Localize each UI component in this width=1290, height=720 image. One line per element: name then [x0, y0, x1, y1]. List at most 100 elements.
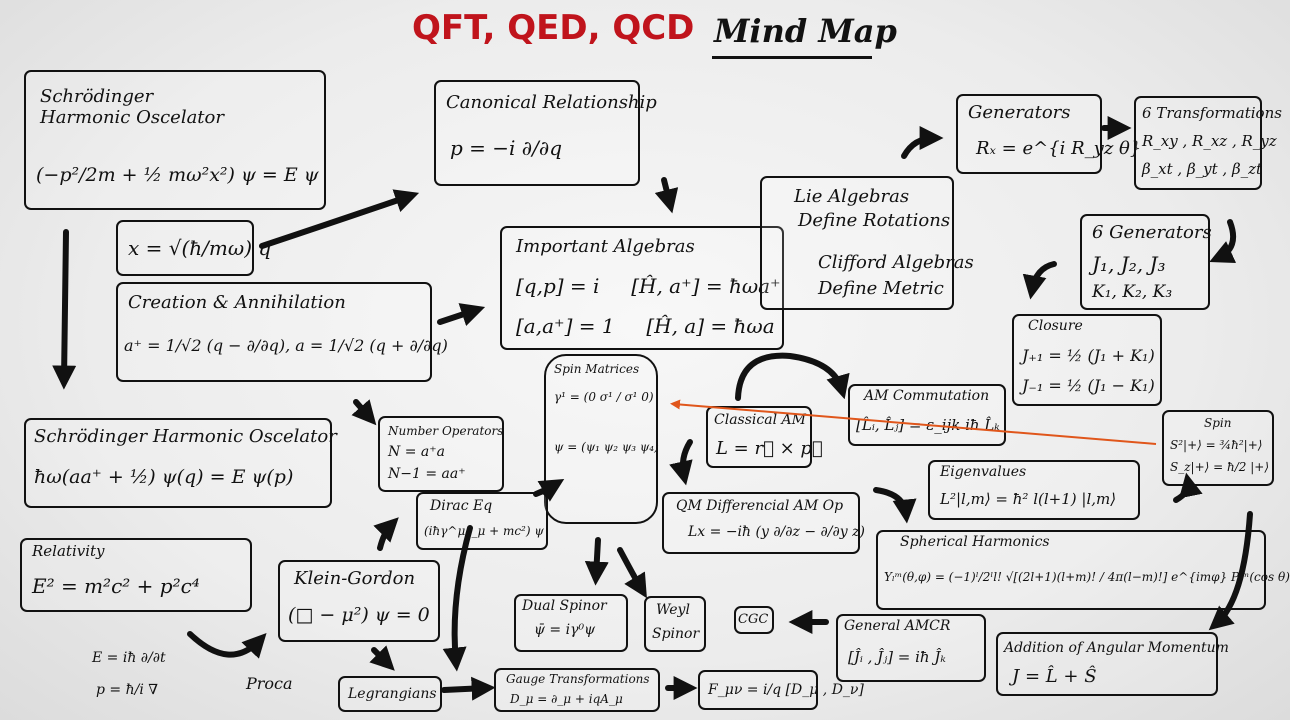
arrow [654, 177, 679, 214]
node-closure[interactable]: Closure J₊₁ = ½ (J₁ + K₁) J₋₁ = ½ (J₁ − … [1012, 314, 1162, 406]
node-spherical-harmonics[interactable]: Spherical Harmonics Yₗᵐ(θ,φ) = (−1)ˡ/2ˡl… [876, 530, 1290, 610]
node-schrodinger[interactable]: Schrödinger Harmonic Oscelator (−p²/2m +… [24, 70, 326, 210]
node-important-algebras[interactable]: Important Algebras [q,p] = i [Ĥ, a⁺] = ħ… [500, 226, 784, 350]
node-equation: J = L̂ + Ŝ [1012, 666, 1097, 687]
node-title: 6 Transformations [1142, 104, 1282, 122]
node-position[interactable]: x = √(ħ/mω) q [116, 220, 271, 276]
node-eigenvalues[interactable]: Eigenvalues L²|l,m⟩ = ħ² l(l+1) |l,m⟩ [928, 460, 1140, 520]
node-title: Spin [1204, 416, 1232, 430]
node-equation: [L̂ᵢ, L̂ⱼ] = ε_ijk iħ L̂ₖ [856, 416, 1000, 434]
node-label: CGC [738, 612, 769, 627]
node-creation-annihilation[interactable]: Creation & Annihilation a⁺ = 1/√2 (q − ∂… [116, 282, 448, 382]
node-title: Klein-Gordon [294, 568, 416, 589]
node-title: Classical AM [714, 412, 806, 428]
node-addition-am[interactable]: Addition of Angular Momentum J = L̂ + Ŝ [996, 632, 1229, 696]
node-general-amcr[interactable]: General AMCR [Ĵᵢ , Ĵⱼ] = iħ Ĵₖ [836, 614, 986, 682]
node-equation: F_μν = i/q [D_μ , D_ν] [708, 682, 864, 698]
node-title: Number Operators [388, 424, 504, 438]
node-equation: ψ̄ = iγ⁰ψ [534, 622, 596, 638]
arrow [617, 547, 647, 599]
proca-label: Proca [246, 674, 293, 693]
node-canonical[interactable]: Canonical Relationship p = −i ∂/∂q [434, 80, 657, 186]
node-title: Closure [1028, 318, 1083, 334]
node-spin[interactable]: Spin S²|+⟩ = ¾ħ²|+⟩ S_z|+⟩ = ħ/2 |+⟩ [1162, 410, 1274, 486]
node-equation: Rₓ = e^{i R_yz θ} [976, 138, 1142, 159]
node-equation: S_z|+⟩ = ħ/2 |+⟩ [1170, 460, 1270, 474]
node-relativity[interactable]: Relativity E² = m²c² + p²c⁴ [20, 538, 252, 612]
node-number-operators[interactable]: Number Operators N = a⁺a N−1 = aa⁺ [378, 416, 504, 492]
node-label: Legrangians [348, 686, 437, 702]
energy-operator: E = iħ ∂/∂t [92, 650, 166, 666]
node-equation: ħω(aa⁺ + ½) ψ(q) = E ψ(p) [34, 466, 294, 488]
node-title: Relativity [32, 542, 105, 560]
arrow [369, 645, 395, 671]
node-equation: (iħγ^μ∂_μ + mc²) ψ [424, 524, 544, 538]
node-schrodinger-second[interactable]: Schrödinger Harmonic Oscelator ħω(aa⁺ + … [24, 418, 337, 508]
arrow [351, 399, 377, 426]
node-equation: p = −i ∂/∂q [450, 136, 563, 160]
node-six-generators[interactable]: 6 Generators J₁, J₂, J₃ K₁, K₂, K₃ [1080, 214, 1212, 310]
node-title: General AMCR [844, 618, 951, 634]
arrow [735, 352, 850, 401]
arrow [1022, 261, 1057, 300]
node-lie-clifford[interactable]: Lie Algebras Define Rotations Clifford A… [760, 176, 974, 310]
node-equation: N = a⁺a [388, 444, 445, 460]
node-am-commutation[interactable]: AM Commutation [L̂ᵢ, L̂ⱼ] = ε_ijk iħ L̂ₖ [848, 384, 1006, 446]
node-line: Define Rotations [798, 210, 951, 231]
node-equation: γ¹ = (0 σ¹ / σ¹ 0) [554, 390, 654, 404]
node-equation: L²|l,m⟩ = ħ² l(l+1) |l,m⟩ [940, 490, 1117, 508]
node-title: AM Commutation [864, 388, 990, 404]
node-weyl-spinor[interactable]: Weyl Spinor [644, 596, 706, 652]
node-equation: J₊₁ = ½ (J₁ + K₁) [1022, 346, 1155, 365]
node-equation: K₁, K₂, K₃ [1092, 282, 1173, 302]
arrow [187, 631, 267, 659]
arrow [373, 517, 399, 551]
node-equation: J₁, J₂, J₃ [1092, 252, 1166, 276]
node-gauge[interactable]: Gauge Transformations D_μ = ∂_μ + iqA_μ [494, 668, 660, 712]
node-line: Define Metric [818, 278, 944, 299]
node-equation: (−p²/2m + ½ mω²x²) ψ = E ψ [36, 164, 319, 186]
title-mind-map: Mind Map [714, 12, 897, 50]
node-equation: D_μ = ∂_μ + iqA_μ [510, 692, 623, 706]
node-lagrangians[interactable]: Legrangians [338, 676, 442, 712]
node-classical-am[interactable]: Classical AM L = r⃗ × p⃗ [706, 406, 823, 468]
node-qm-differential[interactable]: QM Differencial AM Op Lx = −iħ (y ∂/∂z −… [662, 492, 865, 554]
arrow [1209, 219, 1237, 263]
arrow [669, 439, 693, 486]
node-title: Addition of Angular Momentum [1004, 640, 1229, 656]
node-title: Generators [968, 102, 1071, 123]
node-equation: N−1 = aa⁺ [388, 466, 466, 482]
node-title: Schrödinger Harmonic Oscelator [40, 86, 224, 128]
node-title: QM Differencial AM Op [676, 498, 844, 514]
node-equation: J₋₁ = ½ (J₁ − K₁) [1022, 376, 1155, 395]
node-title: Dirac Eq [430, 498, 493, 514]
node-title: Canonical Relationship [446, 92, 657, 113]
node-equation: β_xt , β_yt , β_zt [1142, 160, 1263, 178]
node-equation: L = r⃗ × p⃗ [716, 438, 823, 459]
node-title: Spherical Harmonics [900, 534, 1050, 550]
node-dual-spinor[interactable]: Dual Spinor ψ̄ = iγ⁰ψ [514, 594, 628, 652]
node-equation: Yₗᵐ(θ,φ) = (−1)ˡ/2ˡl! √[(2l+1)(l+m)! / 4… [884, 570, 1290, 584]
node-line: Weyl [656, 602, 690, 618]
arrow [441, 676, 496, 701]
node-line: Spinor [652, 626, 700, 642]
node-title: Gauge Transformations [506, 672, 650, 686]
title-qft: QFT, QED, QCD [412, 8, 695, 48]
node-equation: a⁺ = 1/√2 (q − ∂/∂q), a = 1/√2 (q + ∂/∂q… [124, 336, 448, 355]
node-generators[interactable]: Generators Rₓ = e^{i R_yz θ} [956, 94, 1141, 174]
node-transformations[interactable]: 6 Transformations R_xy , R_xz , R_yz β_x… [1134, 96, 1282, 190]
node-klein-gordon[interactable]: Klein-Gordon (□ − μ²) ψ = 0 [278, 560, 440, 642]
arrow [437, 303, 486, 326]
node-spin-matrices[interactable]: Spin Matrices γ¹ = (0 σ¹ / σ¹ 0) ψ = (ψ₁… [544, 354, 659, 524]
node-equation: (□ − μ²) ψ = 0 [288, 604, 430, 626]
node-title: 6 Generators [1092, 222, 1212, 243]
node-equation: ψ = (ψ₁ ψ₂ ψ₃ ψ₄) [554, 440, 659, 454]
node-cgc[interactable]: CGC [734, 606, 774, 634]
node-dirac[interactable]: Dirac Eq (iħγ^μ∂_μ + mc²) ψ [416, 492, 548, 550]
node-title: Spin Matrices [554, 362, 640, 376]
title-underline [712, 56, 872, 59]
node-line: Clifford Algebras [818, 252, 974, 273]
arrow [901, 126, 944, 159]
node-field-tensor[interactable]: F_μν = i/q [D_μ , D_ν] [698, 670, 864, 710]
node-equation: x = √(ħ/mω) q [128, 236, 272, 260]
